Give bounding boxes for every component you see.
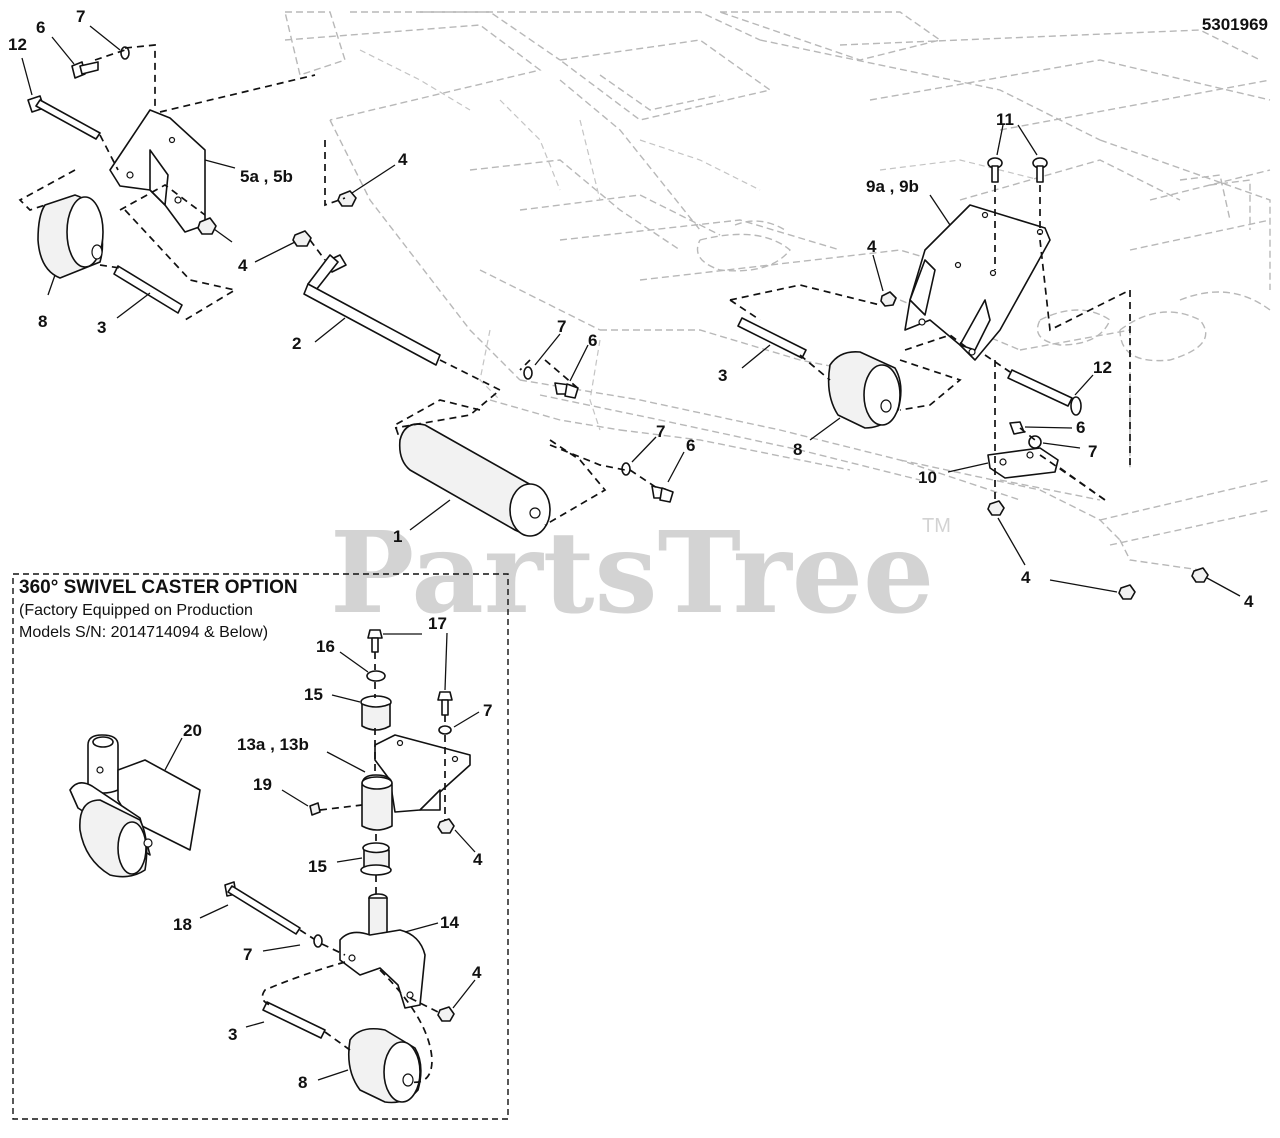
bolt-6-right [1009,421,1042,449]
nut-4-pivot [437,818,455,834]
callout-14: 14 [440,913,459,932]
callout-19: 19 [253,775,272,794]
callout-6: 6 [1076,418,1085,437]
callout-8: 8 [38,312,47,331]
roller-wheel-8-left [37,194,104,279]
watermark-brand: PartsTree [330,508,934,639]
callout-12: 12 [8,35,27,54]
option-title: 360° SWIVEL CASTER OPTION [19,577,298,598]
bracket-9a-9b [904,204,1051,361]
swivel-caster-option-panel: 360° SWIVEL CASTER OPTION (Factory Equip… [12,573,509,1120]
callout-17: 17 [428,614,447,633]
washer-16 [366,670,386,682]
callout-16: 16 [316,637,335,656]
callouts-main: 12 6 7 5a , 5b 4 4 8 3 4 2 7 6 1 7 6 11 … [8,7,1254,611]
callout-8: 8 [298,1073,307,1092]
callout-6: 6 [686,436,695,455]
wheel-8-caster [347,1027,422,1104]
axle-3-caster [262,1001,326,1039]
callout-20: 20 [183,721,202,740]
bushing-15-lower [360,842,392,876]
assembly-lines-main [18,44,1131,526]
option-note-line1: (Factory Equipped on Production [19,602,253,619]
nut-4-low-a [987,500,1005,516]
callout-4: 4 [1244,592,1254,611]
callout-15: 15 [304,685,323,704]
leader-lines-main [21,25,1241,597]
callout-7: 7 [76,7,85,26]
nut-4-low-c [1191,567,1209,583]
bracket-5a-5b [109,109,206,233]
rod-2 [303,254,441,366]
callout-18: 18 [173,915,192,934]
carriage-bolts-11 [987,157,1048,183]
nut-4-fork [437,1006,455,1022]
pivot-bracket-13a-13b [361,734,471,831]
bolt-18 [224,881,323,948]
bushing-15-top [360,695,392,731]
drawing-number: 5301969 [1202,15,1268,34]
nut-4-low-b [1118,584,1136,600]
plate-10 [987,447,1059,479]
bolt-6-lower [621,462,674,503]
callout-4: 4 [867,237,877,256]
callout-7: 7 [483,701,492,720]
callout-2: 2 [292,334,301,353]
screw-17-right [437,691,453,735]
callout-4: 4 [472,963,482,982]
bolt-6-mid [523,366,579,399]
pin-12-right [1007,369,1082,416]
watermark-trademark: TM [922,515,951,537]
callout-9a-9b: 9a , 9b [866,177,919,196]
caster-assembly-20 [69,734,201,878]
callout-7: 7 [1088,442,1097,461]
screw-17-top [367,629,383,653]
callout-11: 11 [996,110,1014,129]
callout-7: 7 [656,422,665,441]
bolt-12-left [27,95,101,140]
callout-7: 7 [557,317,566,336]
callout-15: 15 [308,857,327,876]
bolt-6-top [71,46,130,79]
deck-ghost-outline [284,11,1271,571]
callout-4: 4 [473,850,483,869]
callout-3: 3 [718,366,727,385]
callout-10: 10 [918,468,937,487]
callout-3: 3 [228,1025,237,1044]
callout-8: 8 [793,440,802,459]
callout-6: 6 [588,331,597,350]
option-note-line2: Models S/N: 2014714094 & Below) [19,624,268,641]
set-screw-19 [309,802,321,816]
callout-12: 12 [1093,358,1112,377]
callout-5a-5b: 5a , 5b [240,167,293,186]
axle-3-left [113,265,183,314]
nut-4-bracket [197,217,217,235]
callout-6: 6 [36,18,45,37]
roller-wheel-8-right [827,350,902,429]
callout-3: 3 [97,318,106,337]
caster-fork-14 [339,893,426,1009]
callout-4: 4 [398,150,408,169]
nut-4-upper [337,190,357,207]
callout-13a-13b: 13a , 13b [237,735,309,754]
axle-3-right [737,317,807,359]
callout-4: 4 [1021,568,1031,587]
nut-4-right [880,291,897,307]
callout-1: 1 [393,527,402,546]
callout-4: 4 [238,256,248,275]
callout-7: 7 [243,945,252,964]
nut-4-rod [292,230,312,247]
